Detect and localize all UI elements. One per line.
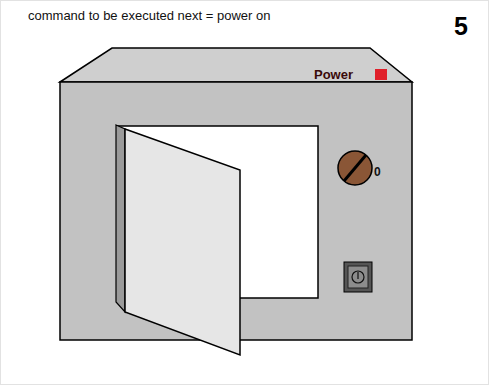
dial-value: 0 (374, 166, 381, 178)
power-symbol (352, 271, 364, 283)
power-symbol-bar (357, 272, 358, 279)
command-caption: command to be executed next = power on (28, 9, 270, 22)
step-number: 5 (454, 14, 468, 39)
power-light (375, 69, 387, 80)
knob-pointer (344, 155, 366, 181)
door-edge (116, 125, 125, 312)
open-door (125, 129, 240, 355)
microwave-top (60, 48, 412, 82)
power-label: Power (314, 68, 353, 81)
power-button (344, 262, 372, 292)
dial-knob (338, 151, 372, 185)
button-face (348, 266, 368, 288)
